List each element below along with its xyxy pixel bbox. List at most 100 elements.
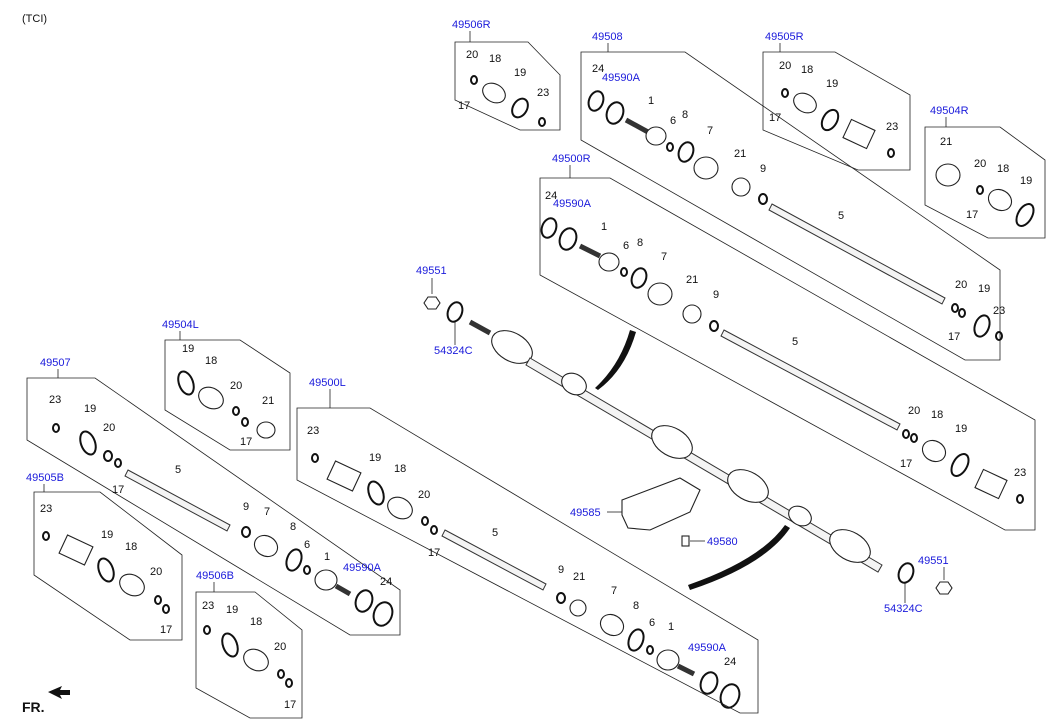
part-19[interactable]: 19 <box>226 604 238 616</box>
part-19[interactable]: 19 <box>826 78 838 90</box>
part-23[interactable]: 23 <box>49 394 61 406</box>
part-7[interactable]: 7 <box>707 125 713 137</box>
part-19[interactable]: 19 <box>1020 175 1032 187</box>
part-9[interactable]: 9 <box>760 163 766 175</box>
part-23[interactable]: 23 <box>537 87 549 99</box>
part-17[interactable]: 17 <box>112 484 124 496</box>
part-7[interactable]: 7 <box>264 506 270 518</box>
part-21[interactable]: 21 <box>940 136 952 148</box>
part-5[interactable]: 5 <box>838 210 844 222</box>
part-21[interactable]: 21 <box>686 274 698 286</box>
callout-49590A[interactable]: 49590A <box>553 198 592 210</box>
part-5[interactable]: 5 <box>792 336 798 348</box>
part-6[interactable]: 6 <box>623 240 629 252</box>
part-23[interactable]: 23 <box>40 503 52 515</box>
part-19[interactable]: 19 <box>369 452 381 464</box>
part-18[interactable]: 18 <box>931 409 943 421</box>
callout-49590A[interactable]: 49590A <box>688 642 727 654</box>
part-23[interactable]: 23 <box>307 425 319 437</box>
part-18[interactable]: 18 <box>205 355 217 367</box>
part-18[interactable]: 18 <box>394 463 406 475</box>
part-1[interactable]: 1 <box>601 221 607 233</box>
part-20[interactable]: 20 <box>974 158 986 170</box>
part-17[interactable]: 17 <box>428 547 440 559</box>
part-8[interactable]: 8 <box>682 109 688 121</box>
part-1[interactable]: 1 <box>668 621 674 633</box>
part-24[interactable]: 24 <box>380 576 392 588</box>
assembly-49500L[interactable]: 49500L <box>309 377 346 389</box>
part-23[interactable]: 23 <box>202 600 214 612</box>
part-20[interactable]: 20 <box>274 641 286 653</box>
part-17[interactable]: 17 <box>900 458 912 470</box>
part-20[interactable]: 20 <box>230 380 242 392</box>
part-18[interactable]: 18 <box>997 163 1009 175</box>
part-8[interactable]: 8 <box>633 600 639 612</box>
assembly-49505R[interactable]: 49505R <box>765 31 804 43</box>
part-6[interactable]: 6 <box>649 617 655 629</box>
assembly-49505B[interactable]: 49505B <box>26 472 64 484</box>
part-9[interactable]: 9 <box>243 501 249 513</box>
part-20[interactable]: 20 <box>150 566 162 578</box>
part-21[interactable]: 21 <box>262 395 274 407</box>
part-7[interactable]: 7 <box>611 585 617 597</box>
part-18[interactable]: 18 <box>125 541 137 553</box>
part-19[interactable]: 19 <box>182 343 194 355</box>
assembly-49506B[interactable]: 49506B <box>196 570 234 582</box>
part-1[interactable]: 1 <box>648 95 654 107</box>
part-23[interactable]: 23 <box>886 121 898 133</box>
part-20[interactable]: 20 <box>955 279 967 291</box>
part-20[interactable]: 20 <box>908 405 920 417</box>
part-17[interactable]: 17 <box>240 436 252 448</box>
part-19[interactable]: 19 <box>978 283 990 295</box>
part-9[interactable]: 9 <box>558 564 564 576</box>
assembly-49507[interactable]: 49507 <box>40 357 71 369</box>
part-24[interactable]: 24 <box>592 63 604 75</box>
callout-49551[interactable]: 49551 <box>416 265 447 277</box>
part-19[interactable]: 19 <box>955 423 967 435</box>
part-17[interactable]: 17 <box>769 112 781 124</box>
part-20[interactable]: 20 <box>418 489 430 501</box>
part-17[interactable]: 17 <box>160 624 172 636</box>
part-21[interactable]: 21 <box>734 148 746 160</box>
assembly-49500R[interactable]: 49500R <box>552 153 591 165</box>
callout-49580[interactable]: 49580 <box>707 536 738 548</box>
part-24[interactable]: 24 <box>545 190 557 202</box>
part-18[interactable]: 18 <box>250 616 262 628</box>
part-23[interactable]: 23 <box>1014 467 1026 479</box>
callout-54324C[interactable]: 54324C <box>884 603 923 615</box>
part-19[interactable]: 19 <box>84 403 96 415</box>
part-19[interactable]: 19 <box>514 67 526 79</box>
part-18[interactable]: 18 <box>489 53 501 65</box>
callout-49585[interactable]: 49585 <box>570 507 601 519</box>
part-9[interactable]: 9 <box>713 289 719 301</box>
assembly-49508[interactable]: 49508 <box>592 31 623 43</box>
part-23[interactable]: 23 <box>993 305 1005 317</box>
part-20[interactable]: 20 <box>779 60 791 72</box>
part-8[interactable]: 8 <box>637 237 643 249</box>
part-17[interactable]: 17 <box>458 100 470 112</box>
callout-54324C[interactable]: 54324C <box>434 345 473 357</box>
part-24[interactable]: 24 <box>724 656 736 668</box>
assembly-49504L[interactable]: 49504L <box>162 319 199 331</box>
part-19[interactable]: 19 <box>101 529 113 541</box>
part-6[interactable]: 6 <box>304 539 310 551</box>
part-17[interactable]: 17 <box>284 699 296 711</box>
part-5[interactable]: 5 <box>492 527 498 539</box>
part-17[interactable]: 17 <box>948 331 960 343</box>
part-20[interactable]: 20 <box>466 49 478 61</box>
part-17[interactable]: 17 <box>966 209 978 221</box>
part-1[interactable]: 1 <box>324 551 330 563</box>
callout-49551[interactable]: 49551 <box>918 555 949 567</box>
part-8[interactable]: 8 <box>290 521 296 533</box>
assembly-49504R[interactable]: 49504R <box>930 105 969 117</box>
part-21[interactable]: 21 <box>573 571 585 583</box>
callout-49590A[interactable]: 49590A <box>602 72 641 84</box>
callout-49590A[interactable]: 49590A <box>343 562 382 574</box>
part-5[interactable]: 5 <box>175 464 181 476</box>
part-6[interactable]: 6 <box>670 115 676 127</box>
assembly-49506R[interactable]: 49506R <box>452 19 491 31</box>
part-18[interactable]: 18 <box>801 64 813 76</box>
part-20[interactable]: 20 <box>103 422 115 434</box>
part-7[interactable]: 7 <box>661 251 667 263</box>
